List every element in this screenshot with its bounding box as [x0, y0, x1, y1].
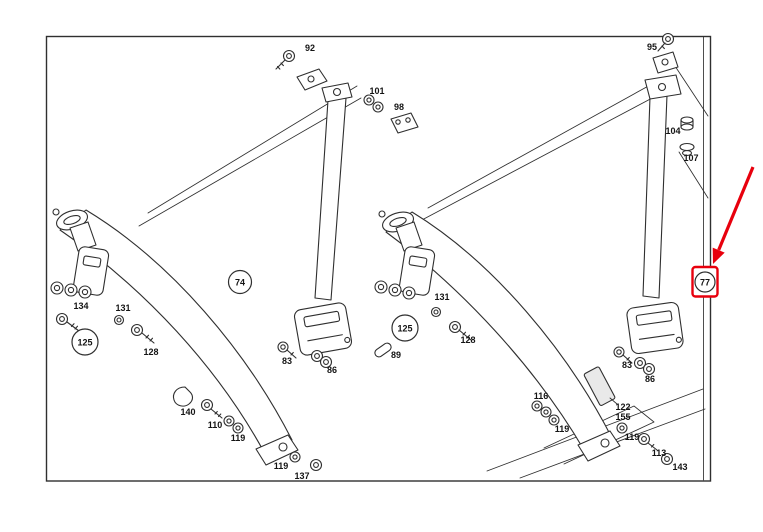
right-latch-tongue	[395, 221, 423, 252]
washers-right-buckle-icon	[374, 280, 416, 300]
callout-140: 140	[180, 407, 195, 417]
svg-text:125: 125	[77, 338, 92, 348]
callout-125-right[interactable]: 125	[391, 314, 419, 342]
pin-89-icon	[374, 342, 392, 358]
callout-134: 134	[73, 301, 88, 311]
callout-83-right: 83	[622, 360, 632, 370]
left-guide-loop	[55, 209, 89, 231]
right-floor-anchor	[577, 430, 621, 462]
left-floor-anchor	[255, 434, 299, 466]
bracket-98-icon	[390, 112, 419, 134]
callout-95: 95	[647, 42, 657, 52]
callout-128-left: 128	[143, 347, 158, 357]
callout-119-1: 119	[231, 433, 246, 443]
pointer-arrow	[712, 166, 755, 264]
washers-101-icon	[363, 94, 384, 113]
washers-86-right-icon	[633, 356, 656, 376]
svg-text:74: 74	[235, 278, 245, 288]
selected-part-highlight[interactable]: 77	[691, 265, 719, 298]
callout-143: 143	[672, 462, 687, 472]
callout-155: 155	[615, 412, 630, 422]
strip-122-icon	[583, 366, 616, 406]
callout-83-left: 83	[282, 356, 292, 366]
callout-131-left: 131	[115, 303, 130, 313]
left-hardware	[50, 49, 419, 472]
left-shoulder-belt	[59, 209, 293, 453]
washers-119-right-icon	[548, 414, 628, 434]
callout-119-2: 119	[274, 461, 289, 471]
left-retractor	[293, 302, 353, 356]
callout-101: 101	[369, 86, 384, 96]
grommet-107-icon	[679, 142, 695, 156]
callout-77: 77	[700, 278, 710, 288]
left-buckle	[72, 246, 110, 296]
callout-119-3: 119	[555, 424, 570, 434]
diagram-border	[45, 35, 712, 482]
callout-86-left: 86	[327, 365, 337, 375]
screw-92-icon	[275, 59, 286, 70]
washers-119-left-icon	[223, 415, 301, 463]
right-hardware	[374, 32, 695, 466]
callout-86-right: 86	[645, 374, 655, 384]
callout-116: 116	[534, 391, 549, 401]
callout-89: 89	[391, 350, 401, 360]
callout-110: 110	[208, 420, 223, 430]
clip-140-icon	[172, 386, 194, 407]
right-retractor	[626, 301, 684, 355]
callout-104: 104	[665, 126, 680, 136]
right-pillar-strap	[642, 94, 668, 299]
callout-137: 137	[294, 471, 309, 481]
washers-86-left-icon	[310, 349, 333, 369]
callout-125-left[interactable]: 125	[71, 328, 99, 356]
callout-128-right: 128	[460, 335, 475, 345]
callout-74[interactable]: 74	[227, 269, 253, 295]
callout-92: 92	[305, 43, 315, 53]
washers-116-icon	[531, 400, 552, 418]
washers-134-icon	[50, 281, 92, 299]
left-belt-assembly	[52, 82, 353, 466]
right-buckle	[398, 246, 436, 296]
callout-131-right: 131	[434, 292, 449, 302]
cap-104-icon	[680, 116, 694, 131]
left-pillar-strap	[314, 97, 347, 301]
left-latch-tongue	[69, 221, 97, 252]
callouts: 92 95 101 98 104 107 74 134 131 125 128 …	[71, 42, 699, 481]
callout-98: 98	[394, 102, 404, 112]
callout-113: 113	[652, 448, 667, 458]
callout-119-4: 119	[625, 432, 640, 442]
callout-107: 107	[683, 153, 698, 163]
callout-122: 122	[615, 402, 630, 412]
svg-text:125: 125	[397, 324, 412, 334]
right-belt-assembly	[378, 51, 684, 462]
